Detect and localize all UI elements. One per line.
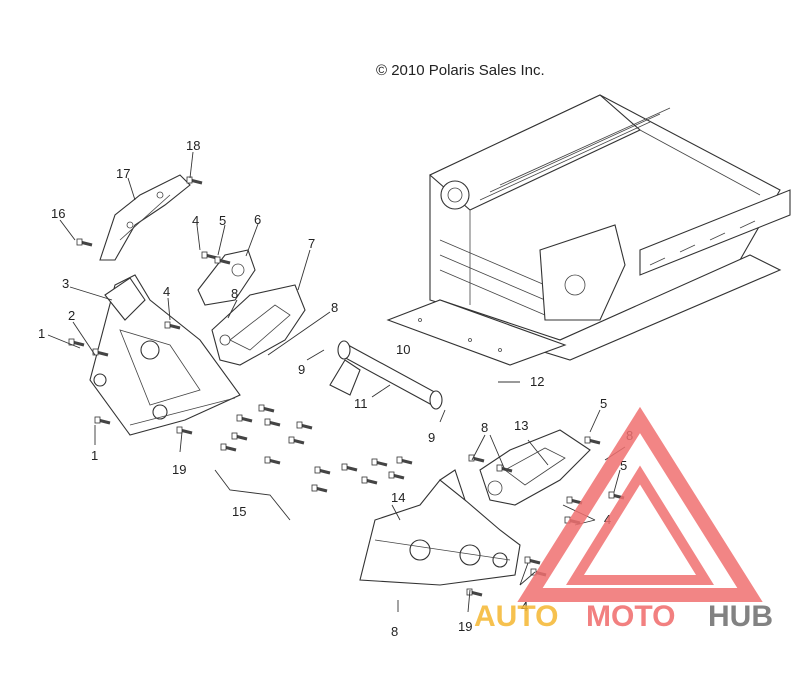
- bolt: [566, 496, 583, 505]
- callout-15: 15: [232, 504, 246, 519]
- callout-2: 2: [68, 308, 75, 323]
- bolt: [468, 454, 485, 463]
- callout-3: 3: [62, 276, 69, 291]
- bolt: [214, 256, 231, 265]
- bracket-17: [99, 174, 191, 261]
- bolt: [584, 436, 601, 445]
- bracket-13: [479, 429, 591, 506]
- bolt: [524, 556, 541, 565]
- bolt-group-15: [68, 176, 625, 597]
- bolt: [236, 414, 253, 423]
- bolt: [76, 238, 93, 247]
- bolt: [296, 421, 313, 430]
- callout-1: 1: [91, 448, 98, 463]
- callout-16: 16: [51, 206, 65, 221]
- callout-4: 4: [163, 284, 170, 299]
- callout-labels: 1 1 2 3 4 4 4 4 5 5 5 6 7 8 8 8 8 8 9 9 …: [38, 138, 633, 639]
- bracket-6: [197, 249, 256, 306]
- watermark-word-auto: AUTO: [474, 600, 558, 633]
- watermark-triangle-logo: [517, 406, 763, 602]
- bolt: [314, 466, 331, 475]
- tunnel-assembly: [386, 94, 791, 366]
- copyright-text: © 2010 Polaris Sales Inc.: [376, 62, 545, 79]
- callout-19: 19: [458, 619, 472, 634]
- bolt: [496, 464, 513, 473]
- callout-13: 13: [514, 418, 528, 433]
- bolt: [231, 432, 248, 441]
- bolt: [396, 456, 413, 465]
- callout-8: 8: [481, 420, 488, 435]
- bolt: [311, 484, 328, 493]
- callout-4: 4: [521, 599, 528, 614]
- callout-6: 6: [254, 212, 261, 227]
- callout-5: 5: [620, 458, 627, 473]
- shaft-11: [329, 340, 443, 410]
- callout-14: 14: [391, 490, 405, 505]
- bolt: [186, 176, 203, 185]
- callout-11: 11: [354, 396, 368, 411]
- bolt: [264, 456, 281, 465]
- callout-17: 17: [116, 166, 130, 181]
- callout-7: 7: [308, 236, 315, 251]
- callout-18: 18: [186, 138, 200, 153]
- bolt: [288, 436, 305, 445]
- bolt: [176, 426, 193, 435]
- front-bulkhead-left: [89, 274, 241, 436]
- callout-5: 5: [600, 396, 607, 411]
- watermark-word-hub: HUB: [708, 600, 773, 633]
- bolt: [388, 471, 405, 480]
- callout-8: 8: [331, 300, 338, 315]
- callout-12: 12: [530, 374, 544, 389]
- callout-10: 10: [396, 342, 410, 357]
- bolt: [220, 443, 237, 452]
- callout-8: 8: [391, 624, 398, 639]
- callout-9: 9: [428, 430, 435, 445]
- callout-19: 19: [172, 462, 186, 477]
- bolt: [258, 404, 275, 413]
- bolt: [371, 458, 388, 467]
- leader-lines: [47, 151, 626, 613]
- automotohub-watermark: AUTO MOTO HUB: [474, 406, 773, 633]
- bolt: [94, 416, 111, 425]
- watermark-word-moto: MOTO: [586, 600, 675, 633]
- bulkhead-14: [359, 469, 521, 586]
- callout-9: 9: [298, 362, 305, 377]
- bolt: [361, 476, 378, 485]
- bracket-7: [211, 284, 306, 366]
- callout-4: 4: [192, 213, 199, 228]
- bolt: [341, 463, 358, 472]
- callout-1: 1: [38, 326, 45, 341]
- callout-5: 5: [219, 213, 226, 228]
- bolt: [164, 321, 181, 330]
- bolt: [264, 418, 281, 427]
- callout-8: 8: [231, 286, 238, 301]
